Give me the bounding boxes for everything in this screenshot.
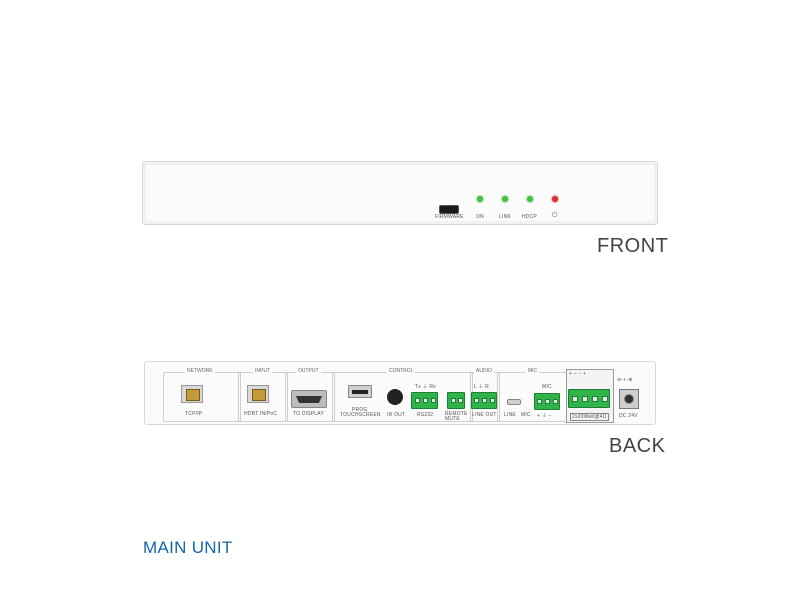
- speaker-label: 2x20Watt@4Ω: [570, 413, 609, 421]
- back-caption: BACK: [609, 435, 666, 457]
- led-power: [552, 196, 558, 202]
- touchscreen-usb-port[interactable]: [348, 385, 372, 398]
- ir-out-jack[interactable]: [387, 389, 403, 405]
- mic-label: MIC: [521, 412, 531, 418]
- dc-label: DC 24V: [619, 413, 638, 419]
- led-link-label: LINK: [499, 214, 511, 220]
- hdbt-port[interactable]: [247, 385, 269, 403]
- main-unit-title: MAIN UNIT: [143, 538, 233, 557]
- mic-group-title: MIC: [526, 368, 540, 374]
- audio-group-title: AUDIO: [474, 368, 494, 374]
- line-label: LINE: [504, 412, 516, 418]
- led-on-label: ON: [476, 214, 484, 220]
- todisplay-label: TO DISPLAY: [293, 411, 324, 417]
- line-mic-switch[interactable]: [507, 399, 521, 405]
- irout-label: IR OUT: [387, 412, 406, 418]
- front-caption: FRONT: [597, 235, 669, 257]
- tcpip-port[interactable]: [181, 385, 203, 403]
- control-group-title: CONTROL: [387, 368, 416, 374]
- rs232-terminal[interactable]: [411, 392, 438, 409]
- led-hdcp-label: HDCP: [522, 214, 537, 220]
- speaker-terminal[interactable]: [568, 389, 610, 408]
- hdbt-label: HDBT IN/PoC: [244, 411, 278, 417]
- firmware-label: FIRMWARE: [435, 214, 464, 220]
- dc-polarity-icon: ⊖-◐-⊕: [617, 377, 633, 383]
- mic-pin-labels: + ⏚ −: [537, 413, 552, 419]
- lineout-pin-labels: L ⏚ R: [474, 384, 489, 390]
- output-group-title: OUTPUT: [296, 368, 321, 374]
- led-on: [477, 196, 483, 202]
- dc-power-jack[interactable]: [619, 389, 639, 409]
- front-panel: FIRMWARE ON LINK HDCP ⏻: [142, 161, 658, 225]
- hdmi-output-port[interactable]: [291, 390, 327, 408]
- firmware-usb-port[interactable]: [439, 205, 459, 214]
- mic-top-label: MIC: [542, 384, 552, 390]
- speaker-polarity-labels: + − − +: [569, 371, 587, 377]
- led-link: [502, 196, 508, 202]
- tcpip-label: TCP/IP: [185, 411, 203, 417]
- mic-terminal[interactable]: [534, 393, 560, 410]
- prog-label: PROG: [352, 407, 368, 413]
- remote-mute-terminal[interactable]: [447, 392, 465, 409]
- led-hdcp: [527, 196, 533, 202]
- power-icon: ⏻: [552, 212, 558, 219]
- back-panel: NETWORK TCP/IP INPUT HDBT IN/PoC OUTPUT …: [144, 361, 656, 425]
- line-out-terminal[interactable]: [471, 392, 497, 409]
- rs232-label: RS232: [417, 412, 434, 418]
- input-group-title: INPUT: [253, 368, 272, 374]
- network-group-title: NETWORK: [185, 368, 215, 374]
- touchscreen-label: TOUCHSCREEN: [340, 412, 381, 418]
- lineout-label: LINE OUT: [472, 412, 497, 418]
- remote-mute-label: REMOTE MUTE: [445, 411, 468, 422]
- rs232-pin-labels: Tx ⏚ Rx: [415, 384, 436, 390]
